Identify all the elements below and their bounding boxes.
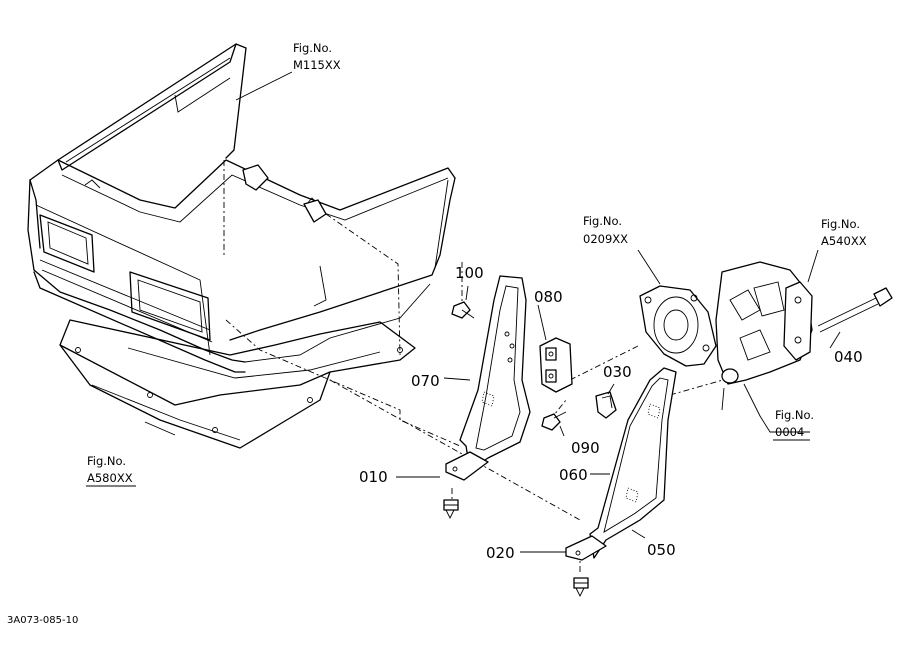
part-label-070: 070 <box>411 372 440 390</box>
fig-ref-label: Fig.No. <box>583 214 622 228</box>
centre-lines <box>223 160 731 572</box>
fig-ref-0004: Fig.No. 0004 <box>773 408 814 441</box>
pump-assembly <box>639 285 717 367</box>
part-label-060: 060 <box>559 466 588 484</box>
part-label-080: 080 <box>534 288 563 306</box>
fig-ref-m115: Fig.No. M115XX <box>293 41 341 72</box>
fig-ref-a540: Fig.No. A540XX <box>821 217 867 248</box>
part-label-050: 050 <box>647 541 676 559</box>
leader-lines <box>144 71 841 553</box>
fig-ref-label: Fig.No. <box>87 454 126 468</box>
fig-ref-number: M115XX <box>293 58 341 72</box>
bracket-070 <box>443 275 531 520</box>
fig-ref-number: A580XX <box>87 471 133 485</box>
fig-ref-label: Fig.No. <box>775 408 814 422</box>
part-label-090: 090 <box>571 439 600 457</box>
part-label-010: 010 <box>359 468 388 486</box>
fig-ref-number: A540XX <box>821 234 867 248</box>
part-labels: 100 080 070 030 090 010 060 020 050 040 <box>359 264 863 562</box>
plate-080 <box>539 337 573 393</box>
part-label-040: 040 <box>834 348 863 366</box>
fig-ref-label: Fig.No. <box>821 217 860 231</box>
drawing-code: 3A073-085-10 <box>7 615 78 626</box>
fig-ref-number: 0004 <box>775 425 804 439</box>
part-label-100: 100 <box>455 264 484 282</box>
fig-ref-a580: Fig.No. A580XX <box>86 454 136 487</box>
bolt-090 <box>541 411 567 431</box>
fig-ref-0209: Fig.No. 0209XX <box>583 214 628 246</box>
long-bolt-040 <box>817 287 893 333</box>
fig-ref-label: Fig.No. <box>293 41 332 55</box>
bolt-100 <box>451 301 475 319</box>
front-grille-assembly <box>27 43 456 449</box>
fig-ref-number: 0209XX <box>583 232 628 246</box>
engine-case <box>715 261 813 411</box>
part-label-030: 030 <box>603 363 632 381</box>
clip-030 <box>595 391 617 419</box>
bracket-060 <box>565 367 677 598</box>
part-label-020: 020 <box>486 544 515 562</box>
